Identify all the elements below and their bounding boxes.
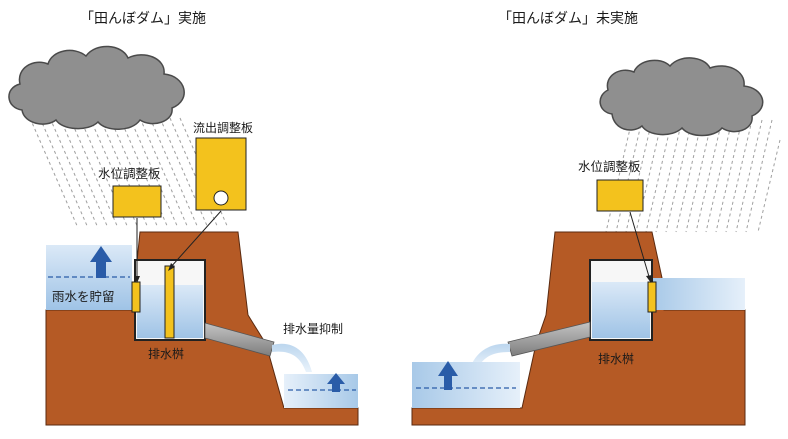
right-water-level-board (596, 179, 644, 212)
left-outflow-pointer (169, 210, 222, 269)
right-drain-box-label: 排水桝 (598, 351, 634, 366)
right-water-level-pointer-head (646, 275, 652, 283)
right-field-water (652, 278, 745, 310)
right-water-fall (470, 343, 510, 368)
left-water-level-board-label: 水位調整板 (98, 166, 161, 181)
right-drain-pipe (507, 321, 591, 357)
right-box-small-board (647, 281, 657, 313)
left-outflow-board-label: 流出調整板 (193, 120, 253, 135)
right-rain-lines (605, 119, 781, 233)
left-water-level-pointer-head (134, 276, 140, 283)
right-panel: 「田んぼダム」未実施 (411, 11, 781, 426)
right-water-level-pointer (629, 211, 651, 281)
water-rise-arrow (438, 361, 458, 390)
water-rise-arrow (90, 246, 112, 278)
cloud-icon (599, 57, 764, 137)
right-drain-box-water (592, 282, 650, 338)
left-drain-pipe (204, 322, 275, 357)
left-outflow-board-hole (213, 190, 229, 206)
left-panel-title: 「田んぼダム」実施 (80, 11, 206, 27)
left-outflow-pointer-head (168, 263, 175, 271)
left-rain-lines (29, 117, 229, 229)
left-channel-water (284, 374, 358, 408)
drain-suppression-label: 排水量抑制 (283, 321, 343, 336)
right-panel-title: 「田んぼダム」未実施 (498, 11, 638, 27)
channel-rise-arrow (327, 373, 345, 392)
left-box-small-board (131, 281, 141, 313)
left-drain-box-label: 排水桝 (148, 346, 184, 361)
right-channel-water (412, 362, 520, 408)
left-box-tall-board (164, 265, 175, 339)
left-water-fall (272, 343, 312, 372)
right-water-level-board-label: 水位調整板 (578, 159, 641, 174)
left-water-level-board (112, 185, 162, 218)
cloud-icon (8, 45, 185, 130)
left-panel: 「田んぼダム」実施 (8, 11, 359, 426)
rain-storage-label: 雨水を貯留 (52, 289, 115, 304)
